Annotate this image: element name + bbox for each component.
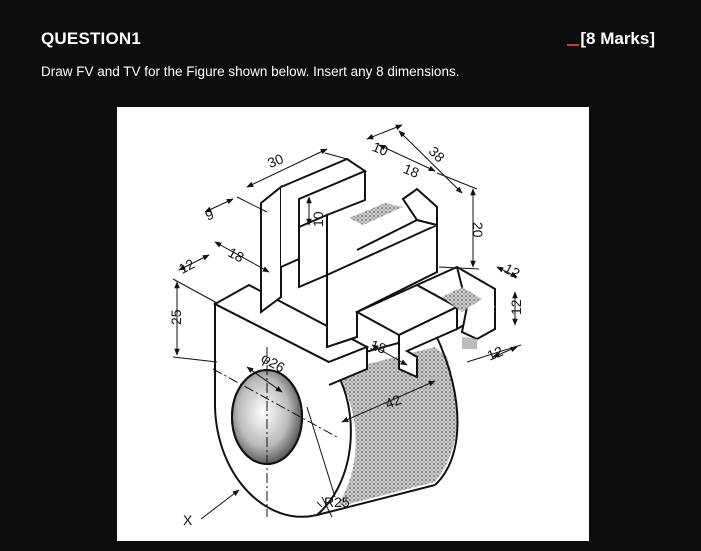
right-arm bbox=[354, 265, 496, 379]
dim-r25: R25 bbox=[324, 494, 350, 510]
dim-10-slot: 10 bbox=[310, 211, 326, 227]
dim-20: 20 bbox=[470, 222, 486, 238]
dimension-lines bbox=[172, 124, 522, 520]
dim-18-top: 18 bbox=[401, 160, 422, 181]
center-lines bbox=[212, 347, 338, 517]
dim-18-mid: 18 bbox=[368, 336, 388, 356]
dim-12-right-bot: 12 bbox=[485, 343, 506, 364]
marks-label: [8 Marks] bbox=[567, 29, 655, 49]
dim-30: 30 bbox=[265, 150, 286, 171]
dim-12-right-top: 12 bbox=[501, 260, 522, 282]
dim-18-left: 18 bbox=[225, 244, 246, 266]
underline-mark bbox=[567, 44, 580, 46]
x-arrow-label: X bbox=[183, 512, 193, 528]
instruction-text: Draw FV and TV for the Figure shown belo… bbox=[41, 64, 460, 79]
dim-25: 25 bbox=[168, 309, 184, 325]
marks-text: [8 Marks] bbox=[580, 29, 655, 48]
dim-42: 42 bbox=[383, 391, 404, 412]
dim-12-right-mid: 12 bbox=[508, 299, 524, 315]
dim-12-left: 12 bbox=[176, 255, 197, 277]
isometric-drawing: 30 10 18 38 9 10 20 18 12 12 12 12 25 18… bbox=[168, 124, 524, 528]
figure-frame: 30 10 18 38 9 10 20 18 12 12 12 12 25 18… bbox=[117, 107, 589, 541]
dim-9: 9 bbox=[203, 206, 216, 224]
dim-38: 38 bbox=[426, 143, 448, 165]
question-title: QUESTION1 bbox=[41, 29, 142, 48]
dim-10-top: 10 bbox=[370, 138, 391, 159]
